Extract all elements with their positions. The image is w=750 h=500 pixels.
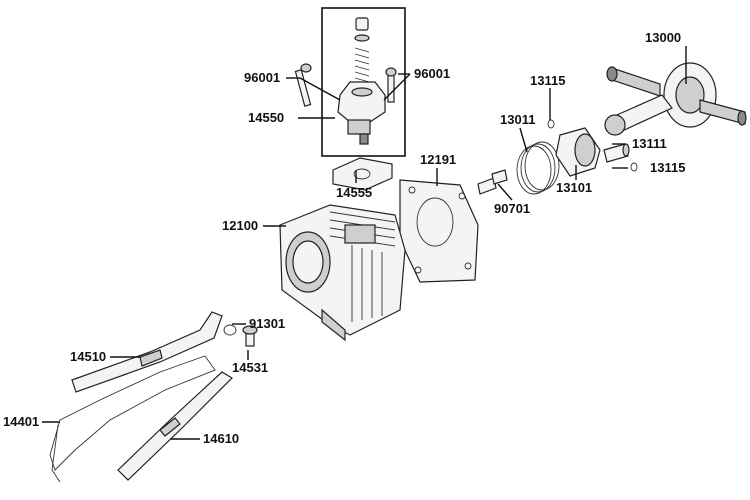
crankshaft — [604, 62, 747, 136]
guide-bolt — [223, 324, 258, 347]
part-labels: 13000 96001 96001 13115 14550 13011 1311… — [3, 30, 685, 446]
label-14550: 14550 — [248, 110, 284, 125]
label-96001-left: 96001 — [244, 70, 280, 85]
piston-rings — [516, 141, 560, 195]
tensioner-group-frame — [321, 7, 406, 157]
label-13011: 13011 — [500, 112, 535, 127]
label-13115-right: 13115 — [650, 160, 685, 175]
cylinder-block — [279, 204, 406, 342]
cam-chain-tensioner — [337, 17, 386, 145]
label-14610: 14610 — [203, 431, 239, 446]
label-12100: 12100 — [222, 218, 258, 233]
tensioner-gasket — [332, 157, 393, 191]
label-14510: 14510 — [70, 349, 106, 364]
bolt-left — [294, 63, 312, 107]
label-96001-right: 96001 — [414, 66, 450, 81]
cam-chain — [49, 355, 216, 483]
label-13115-top: 13115 — [530, 73, 565, 88]
label-91301: 91301 — [249, 316, 285, 331]
cylinder-gasket — [399, 179, 479, 283]
label-13000: 13000 — [645, 30, 681, 45]
label-14401: 14401 — [3, 414, 39, 429]
label-90701: 90701 — [494, 201, 530, 216]
label-14555: 14555 — [336, 185, 372, 200]
pin-clip-right — [630, 162, 638, 172]
label-13111: 13111 — [632, 136, 667, 151]
leader-lines — [42, 46, 687, 440]
chain-guide-lower — [117, 371, 233, 481]
chain-guide-upper — [71, 311, 223, 393]
dowel-pin — [477, 169, 508, 195]
pin-clip-top — [547, 119, 555, 129]
label-14531: 14531 — [232, 360, 268, 375]
label-13101: 13101 — [556, 180, 592, 195]
piston — [555, 127, 601, 177]
piston-pin — [603, 143, 630, 163]
label-12191: 12191 — [420, 152, 456, 167]
bolt-right — [385, 67, 397, 103]
